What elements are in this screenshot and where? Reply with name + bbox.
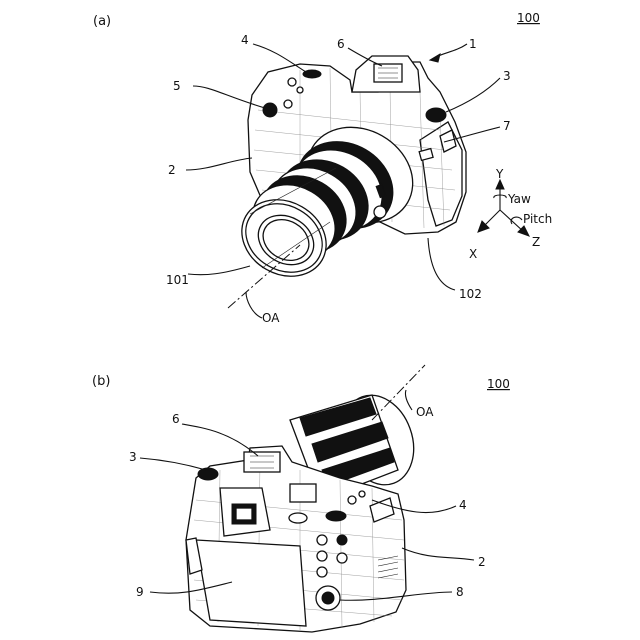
label-b-6: 6 [172, 412, 180, 426]
label-oa-b: OA [416, 405, 434, 419]
panel-a-label: (a) [93, 14, 111, 29]
label-1: 1 [469, 37, 477, 51]
panel-b-label: (b) [92, 374, 110, 389]
rear-lcd [196, 540, 306, 626]
label-3: 3 [503, 69, 511, 83]
panel-a-ref: 100 [517, 11, 540, 25]
axis-y: Y [495, 167, 504, 181]
panel-a: (a) 100 [93, 11, 552, 325]
label-b-8: 8 [456, 585, 464, 599]
label-7: 7 [503, 119, 511, 133]
label-b-4: 4 [459, 498, 467, 512]
axis-yaw: Yaw [507, 192, 531, 206]
label-6: 6 [337, 37, 345, 51]
label-b-3: 3 [129, 450, 137, 464]
axis-x: X [469, 247, 477, 261]
label-oa-a: OA [262, 311, 280, 325]
label-2: 2 [168, 163, 176, 177]
axis-z: Z [532, 235, 540, 249]
coordinate-axes: Y Yaw Pitch Z X [469, 167, 552, 261]
label-101: 101 [166, 273, 189, 287]
label-b-9: 9 [136, 585, 144, 599]
label-b-2: 2 [478, 555, 486, 569]
label-4: 4 [241, 33, 249, 47]
label-102: 102 [459, 287, 482, 301]
axis-pitch: Pitch [523, 212, 552, 226]
panel-b-ref: 100 [487, 377, 510, 391]
panel-b: (b) 100 [92, 365, 510, 632]
label-5: 5 [173, 79, 181, 93]
